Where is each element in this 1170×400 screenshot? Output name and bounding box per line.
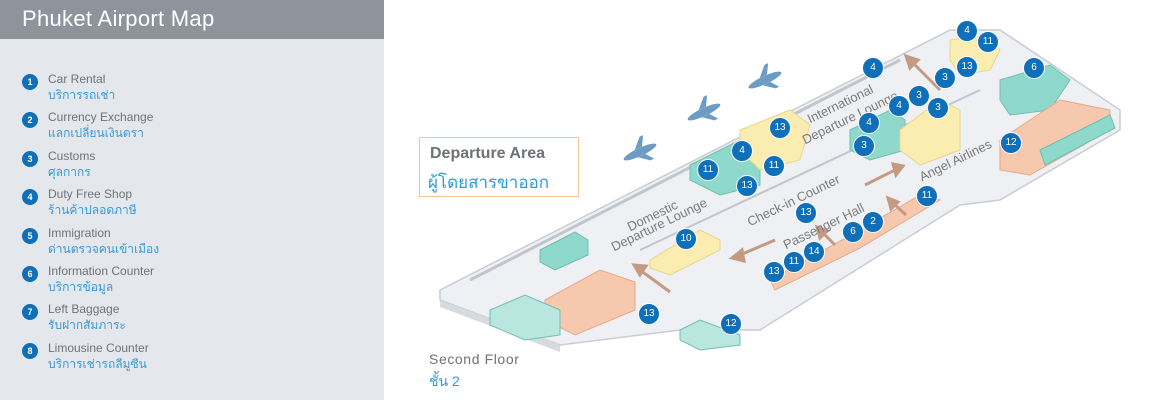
map-pin[interactable]: 3: [908, 85, 930, 107]
departure-area-title-th: ผู้โดยสารขาออก: [428, 173, 550, 192]
map-pin[interactable]: 10: [675, 228, 697, 250]
sidebar-header: Phuket Airport Map: [0, 0, 384, 39]
legend-item-duty-free[interactable]: 4 Duty Free Shop ร้านค้าปลอดภาษี: [22, 187, 352, 221]
legend-label-en: Immigration: [48, 226, 111, 240]
map-pin[interactable]: 13: [638, 303, 660, 325]
map-pin[interactable]: 13: [956, 56, 978, 78]
legend-label-th: บริการข้อมูล: [48, 280, 114, 294]
map-pin[interactable]: 14: [803, 241, 825, 263]
legend-item-left-baggage[interactable]: 7 Left Baggage รับฝากสัมภาระ: [22, 302, 352, 336]
legend-label-en: Car Rental: [48, 72, 106, 86]
legend-item-immigration[interactable]: 5 Immigration ด่านตรวจคนเข้าเมือง: [22, 226, 352, 260]
map-pin[interactable]: 13: [736, 175, 758, 197]
legend-label-th: ศุลกากร: [48, 165, 91, 179]
map-pin[interactable]: 4: [888, 95, 910, 117]
map-pin[interactable]: 13: [795, 202, 817, 224]
legend-label-th: ร้านค้าปลอดภาษี: [48, 203, 137, 217]
map-pin[interactable]: 11: [783, 251, 805, 273]
shop-block: [649, 229, 721, 276]
map-pin[interactable]: 11: [763, 155, 785, 177]
number-badge-icon: 7: [22, 304, 38, 320]
number-badge-icon: 4: [22, 189, 38, 205]
legend-item-currency-exchange[interactable]: 2 Currency Exchange แลกเปลี่ยนเงินตรา: [22, 110, 352, 144]
legend-label-th: บริการรถเช่า: [48, 88, 116, 102]
number-badge-icon: 6: [22, 266, 38, 282]
legend-label-th: บริการเช่ารถลีมูซีน: [48, 357, 147, 371]
map-pin[interactable]: 2: [862, 211, 884, 233]
legend-label-th: รับฝากสัมภาระ: [48, 318, 126, 332]
map-pin[interactable]: 6: [1023, 57, 1045, 79]
departure-area-title: Departure Area: [430, 145, 546, 162]
floor-label-th: ชั้น 2: [429, 373, 460, 389]
airplane-icon: [687, 95, 721, 121]
legend-label-en: Currency Exchange: [48, 110, 154, 124]
legend-label-en: Customs: [48, 149, 96, 163]
legend-label-th: แลกเปลี่ยนเงินตรา: [48, 126, 144, 140]
lounge-block: [1039, 114, 1116, 166]
departure-area-box: Departure Area ผู้โดยสารขาออก: [419, 137, 579, 197]
legend-item-car-rental[interactable]: 1 Car Rental บริการรถเช่า: [22, 72, 352, 106]
map-pin[interactable]: 3: [853, 135, 875, 157]
map-pin[interactable]: 13: [763, 261, 785, 283]
airplane-icon: [623, 135, 657, 161]
number-badge-icon: 2: [22, 112, 38, 128]
legend-item-limousine[interactable]: 8 Limousine Counter บริการเช่ารถลีมูซีน: [22, 341, 352, 375]
map-pin[interactable]: 12: [720, 313, 742, 335]
map-pin[interactable]: 11: [977, 31, 999, 53]
legend-label-en: Information Counter: [48, 264, 155, 278]
map-pin[interactable]: 4: [858, 112, 880, 134]
map-pin[interactable]: 4: [956, 20, 978, 42]
number-badge-icon: 3: [22, 151, 38, 167]
floor-label: Second Floor: [429, 351, 520, 367]
direction-arrow-icon: [631, 53, 942, 294]
map-pin[interactable]: 11: [697, 159, 719, 181]
number-badge-icon: 1: [22, 74, 38, 90]
legend-label-en: Duty Free Shop: [48, 187, 133, 201]
map-pin[interactable]: 6: [842, 221, 864, 243]
lounge-block: [679, 319, 741, 351]
number-badge-icon: 8: [22, 343, 38, 359]
map-pin[interactable]: 3: [934, 67, 956, 89]
legend-label-en: Limousine Counter: [48, 341, 149, 355]
map-pin[interactable]: 4: [862, 57, 884, 79]
legend-sidebar: Phuket Airport Map 1 Car Rental บริการรถ…: [0, 0, 384, 400]
map-pin[interactable]: 13: [769, 117, 791, 139]
map-pin[interactable]: 11: [916, 185, 938, 207]
lounge-block: [489, 294, 561, 341]
legend-item-information[interactable]: 6 Information Counter บริการข้อมูล: [22, 264, 352, 298]
number-badge-icon: 5: [22, 228, 38, 244]
wall: [469, 58, 901, 282]
map-pin[interactable]: 3: [927, 97, 949, 119]
lounge-block: [539, 231, 589, 271]
legend-label-en: Left Baggage: [48, 302, 120, 316]
legend-item-customs[interactable]: 3 Customs ศุลกากร: [22, 149, 352, 183]
map-pin[interactable]: 4: [731, 140, 753, 162]
airplane-icon: [748, 63, 782, 89]
legend-label-th: ด่านตรวจคนเข้าเมือง: [48, 242, 160, 256]
map-pin[interactable]: 12: [1000, 132, 1022, 154]
sidebar-title: Phuket Airport Map: [22, 6, 215, 31]
